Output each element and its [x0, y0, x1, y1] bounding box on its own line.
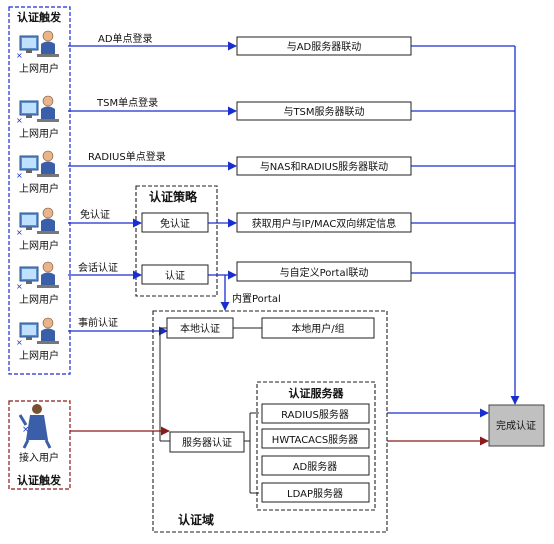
- server-auth-box: [169, 431, 245, 453]
- server-box-radius: [261, 403, 370, 424]
- domain-title: 认证域: [178, 512, 214, 527]
- method-session: 会话认证: [78, 261, 118, 274]
- policy-title-bg: [140, 188, 204, 205]
- user-label-6: 上网用户: [19, 349, 59, 362]
- server-box-hwtacacs: [261, 428, 370, 449]
- method-tsm: TSM单点登录: [96, 96, 158, 109]
- local-auth: 本地认证: [180, 322, 220, 335]
- user-label-5: 上网用户: [19, 293, 59, 306]
- user-label-1: 上网用户: [19, 62, 59, 75]
- action-tsm: 与TSM服务器联动: [283, 105, 364, 118]
- policy-frame: [135, 185, 218, 297]
- user-label-2: 上网用户: [19, 127, 59, 140]
- action-portal: 与自定义Portal联动: [280, 266, 369, 279]
- policy-title: 认证策略: [149, 189, 198, 204]
- trigger-group-frame: [8, 6, 71, 375]
- servers-frame: [256, 381, 376, 511]
- method-ad: AD单点登录: [98, 32, 153, 45]
- complete-box: [488, 404, 545, 447]
- server-radius: RADIUS服务器: [281, 408, 349, 421]
- trigger-title-bg: [12, 8, 67, 25]
- user-icon-1: [15, 30, 60, 61]
- server-ldap: LDAP服务器: [287, 487, 343, 500]
- user-icon-5: [15, 261, 60, 292]
- action-radius: 与NAS和RADIUS服务器联动: [260, 160, 388, 173]
- domain-frame: [152, 310, 388, 533]
- access-user-icon: ×: [18, 404, 52, 449]
- local-users: 本地用户/组: [291, 322, 344, 335]
- policy-no-auth: 免认证: [160, 217, 190, 230]
- user-icon-4: [15, 207, 60, 238]
- access-trigger-title: 认证触发: [17, 473, 62, 487]
- access-group-frame: [8, 400, 71, 490]
- action-box-portal: [236, 261, 412, 282]
- server-box-ldap: [261, 482, 370, 503]
- method-radius: RADIUS单点登录: [88, 150, 166, 163]
- method-pre-auth: 事前认证: [78, 316, 118, 329]
- action-ad: 与AD服务器联动: [287, 40, 362, 53]
- local-users-box: [261, 317, 375, 339]
- builtin-portal-label: 内置Portal: [232, 292, 281, 305]
- user-icon-6: [15, 317, 60, 348]
- server-box-ad: [261, 455, 370, 476]
- server-auth: 服务器认证: [182, 436, 232, 449]
- svg-text:×: ×: [22, 425, 30, 435]
- servers-title: 认证服务器: [289, 386, 345, 400]
- action-bind: 获取用户与IP/MAC双向绑定信息: [252, 217, 397, 230]
- complete-label: 完成认证: [496, 419, 536, 432]
- server-hwtacacs: HWTACACS服务器: [272, 433, 358, 446]
- access-user-label: 接入用户: [19, 451, 59, 464]
- policy-auth: 认证: [165, 269, 185, 282]
- user-icon-3: [15, 150, 60, 181]
- trigger-title: 认证触发: [17, 10, 62, 24]
- server-ad: AD服务器: [293, 460, 338, 473]
- method-no-auth: 免认证: [80, 208, 110, 221]
- user-label-4: 上网用户: [19, 239, 59, 252]
- user-icon-2: [15, 95, 60, 126]
- user-label-3: 上网用户: [19, 182, 59, 195]
